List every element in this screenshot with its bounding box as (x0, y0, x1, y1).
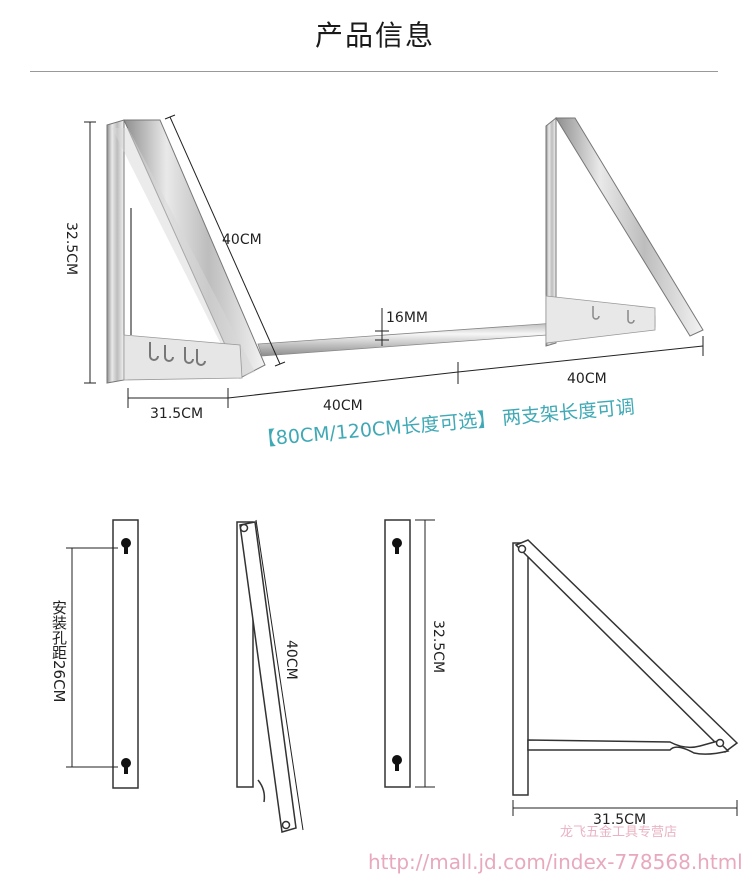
folded-arm-label: 40CM (283, 640, 299, 680)
wall-plate-front (112, 519, 139, 789)
title-divider (30, 71, 718, 72)
arm-length-label: 40CM (222, 232, 262, 248)
height-label: 32.5CM (63, 222, 79, 276)
left-bracket (106, 119, 266, 384)
depth-label: 31.5CM (150, 406, 204, 422)
wall-plate-side (384, 519, 411, 788)
bottom-drawings (66, 519, 739, 833)
watermark-shop: 龙飞五金工具专营店 (560, 825, 678, 840)
right-bracket (545, 116, 704, 347)
top-rack-drawing (84, 114, 704, 408)
bracket-depth-label: 31.5CM (593, 812, 647, 828)
hole-spacing-dim (66, 547, 118, 768)
open-bracket-side-view (512, 539, 739, 796)
bracket-depth-dim (512, 800, 738, 816)
folded-arm-dim (255, 519, 304, 831)
top-dimension-lines (84, 114, 704, 408)
plate-height-label: 32.5CM (430, 620, 446, 674)
watermark-url: http://mall.jd.com/index-778568.html (368, 850, 743, 874)
folded-side-view (236, 521, 297, 833)
rod-diameter-label: 16MM (386, 310, 428, 326)
plate-height-dim (415, 519, 435, 788)
hole-distance-label: 安装孔距26CM (50, 600, 68, 703)
span-left-label: 40CM (323, 398, 363, 414)
page-title: 产品信息 (314, 19, 435, 52)
span-right-label: 40CM (567, 371, 607, 387)
